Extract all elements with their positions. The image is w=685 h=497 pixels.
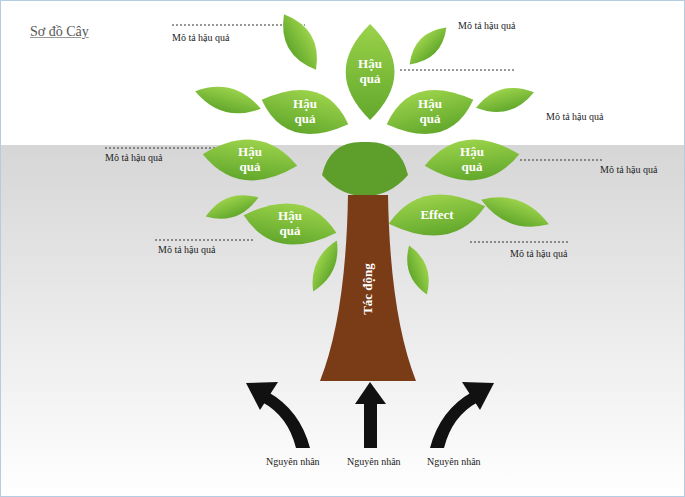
leaf-node: Hậu quả [257,75,353,149]
effect-description: Mô tả hậu quả [600,164,658,175]
diagram-title: Sơ đồ Cây [30,24,89,40]
effect-description: Mô tả hậu quả [510,248,568,259]
trunk-label: Tác động [360,263,376,315]
leaf-label: Hậu quả [228,145,272,175]
leaf-node: Hậu quả [200,125,300,195]
trunk: Tác động [318,195,418,383]
leaf-label: Hậu quả [450,145,494,175]
effect-description: Mô tả hậu quả [158,244,216,255]
leaf-node: Hậu quả [422,125,522,195]
leaf-label: Hậu quả [283,97,327,127]
cause-label: Nguyên nhân [347,456,401,467]
leaf-node: Effect [385,180,489,250]
leaf-label: Hậu quả [408,97,452,127]
leaf-label: Hậu quả [268,209,312,239]
effect-description: Mô tả hậu quả [105,152,163,163]
effect-description: Mô tả hậu quả [546,111,604,122]
cause-label: Nguyên nhân [266,456,320,467]
effect-description: Mô tả hậu quả [458,20,516,31]
leaf-node: Hậu quả [240,189,340,259]
leaf-node: Hậu quả [382,75,478,149]
leaf-label: Effect [420,208,453,223]
leaf-label: Hậu quả [348,57,392,87]
effect-description: Mô tả hậu quả [172,32,230,43]
cause-label: Nguyên nhân [427,456,481,467]
